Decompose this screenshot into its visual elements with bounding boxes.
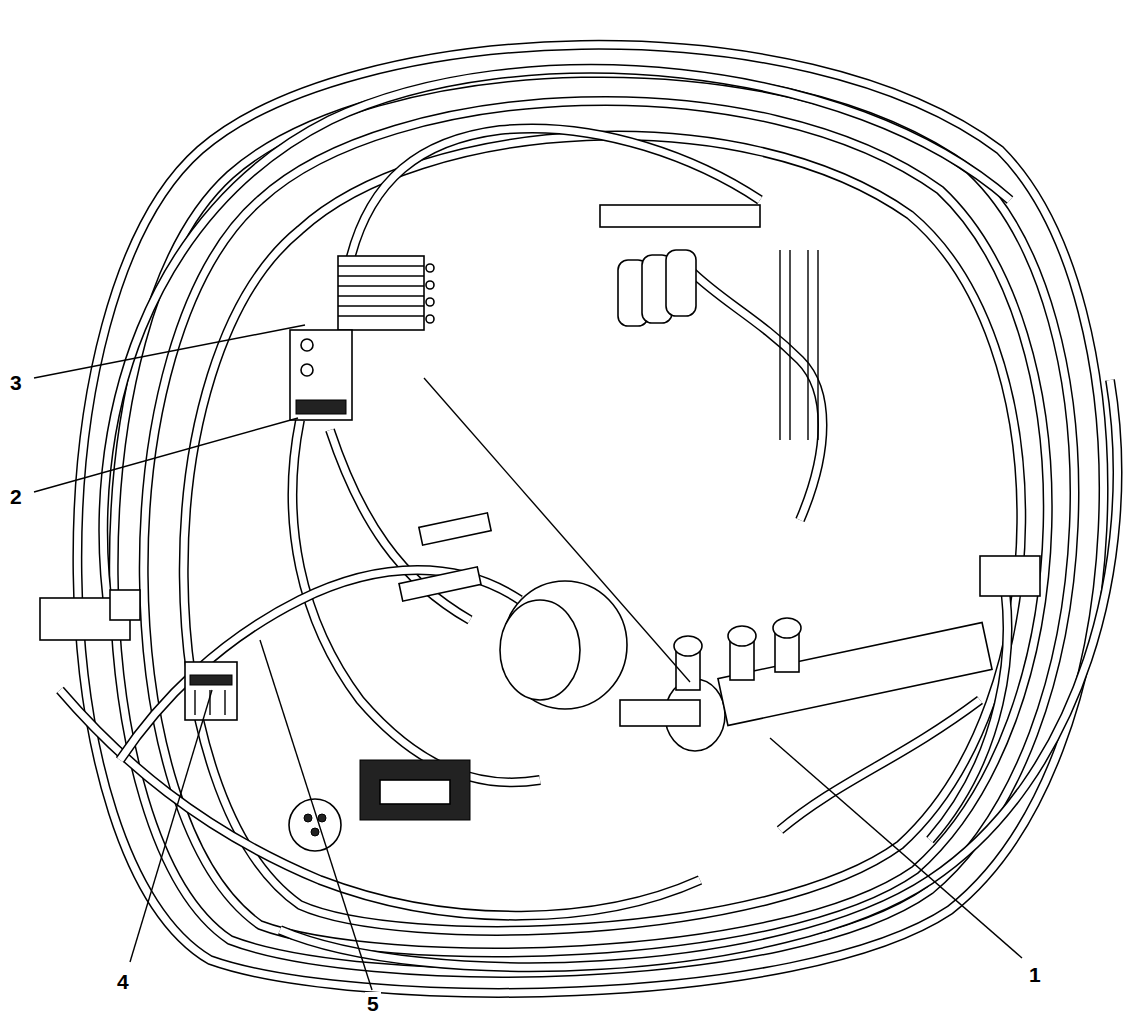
manifold-and-valves — [40, 205, 1040, 851]
callout-number: 2 — [8, 485, 24, 508]
callout-number: 5 — [365, 992, 381, 1015]
leader-lines — [34, 325, 1022, 990]
callout-number: 3 — [8, 371, 24, 394]
callout-number: 1 — [1027, 963, 1043, 986]
callout-number: 4 — [115, 970, 131, 993]
hose-loops — [60, 45, 1118, 993]
